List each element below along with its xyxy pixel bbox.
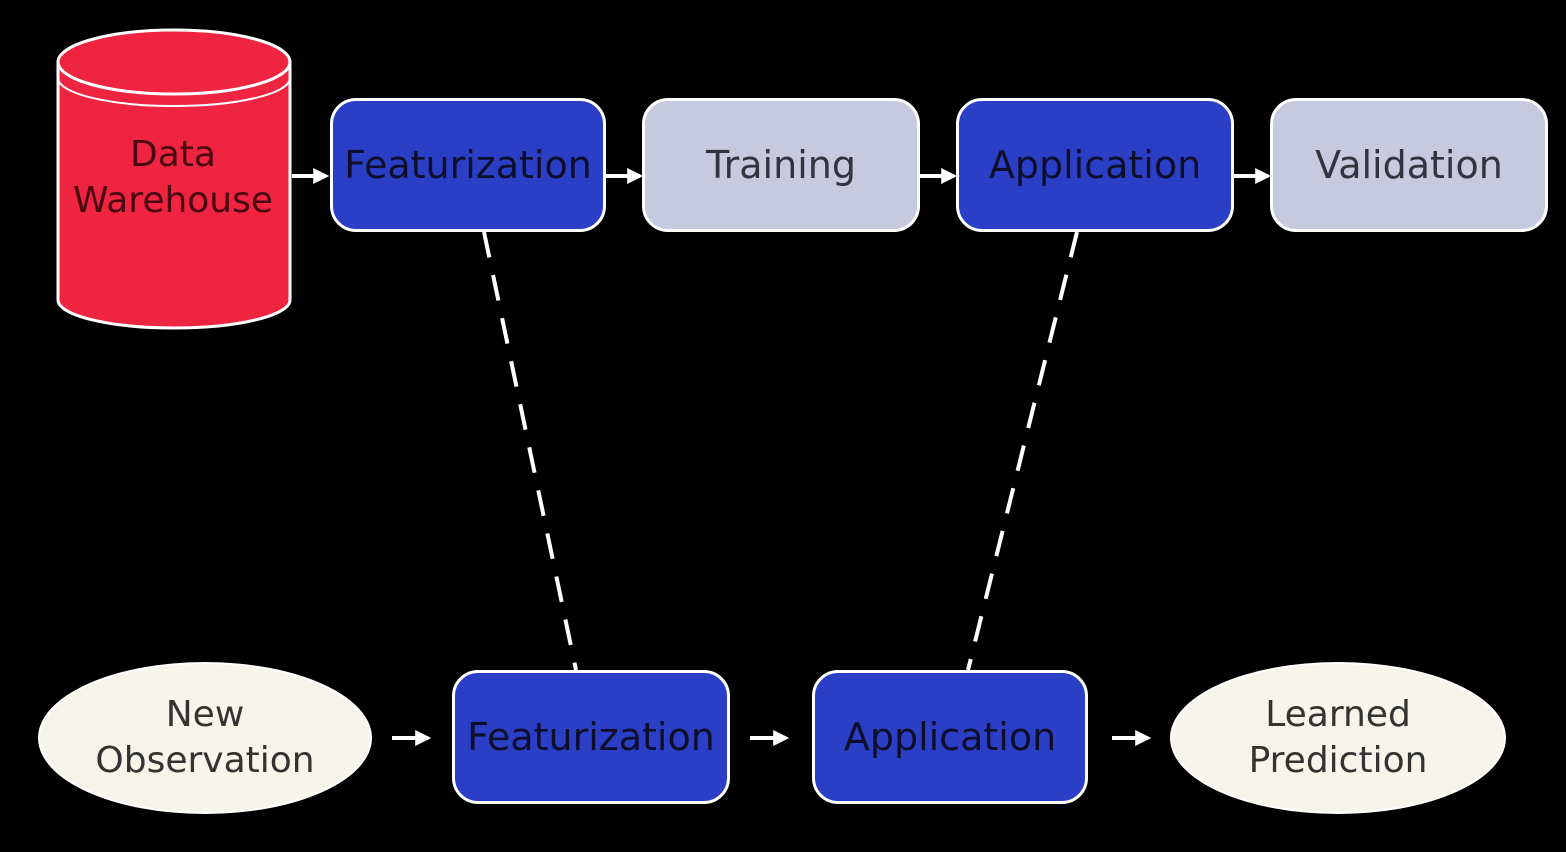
training-application-node: Application [956,98,1234,232]
dashed-link-featurization [482,231,578,671]
prediction-application-label: Application [843,715,1057,759]
training-featurization-label: Featurization [344,143,592,187]
prediction-featurization-node: Featurization [452,670,730,804]
training-featurization-node: Featurization [330,98,606,232]
validation-label: Validation [1315,143,1503,187]
training-node: Training [642,98,920,232]
new-observation-node: New Observation [38,662,372,814]
learned-prediction-label: Learned Prediction [1248,694,1428,781]
data-warehouse-cylinder [56,28,292,330]
training-application-label: Application [988,143,1202,187]
data-warehouse-label: Data Warehouse [72,134,274,221]
validation-node: Validation [1270,98,1548,232]
training-label: Training [706,143,856,187]
dashed-link-application [966,231,1079,671]
learned-prediction-node: Learned Prediction [1170,662,1506,814]
prediction-application-node: Application [812,670,1088,804]
new-observation-label: New Observation [95,694,315,781]
prediction-featurization-label: Featurization [467,715,715,759]
